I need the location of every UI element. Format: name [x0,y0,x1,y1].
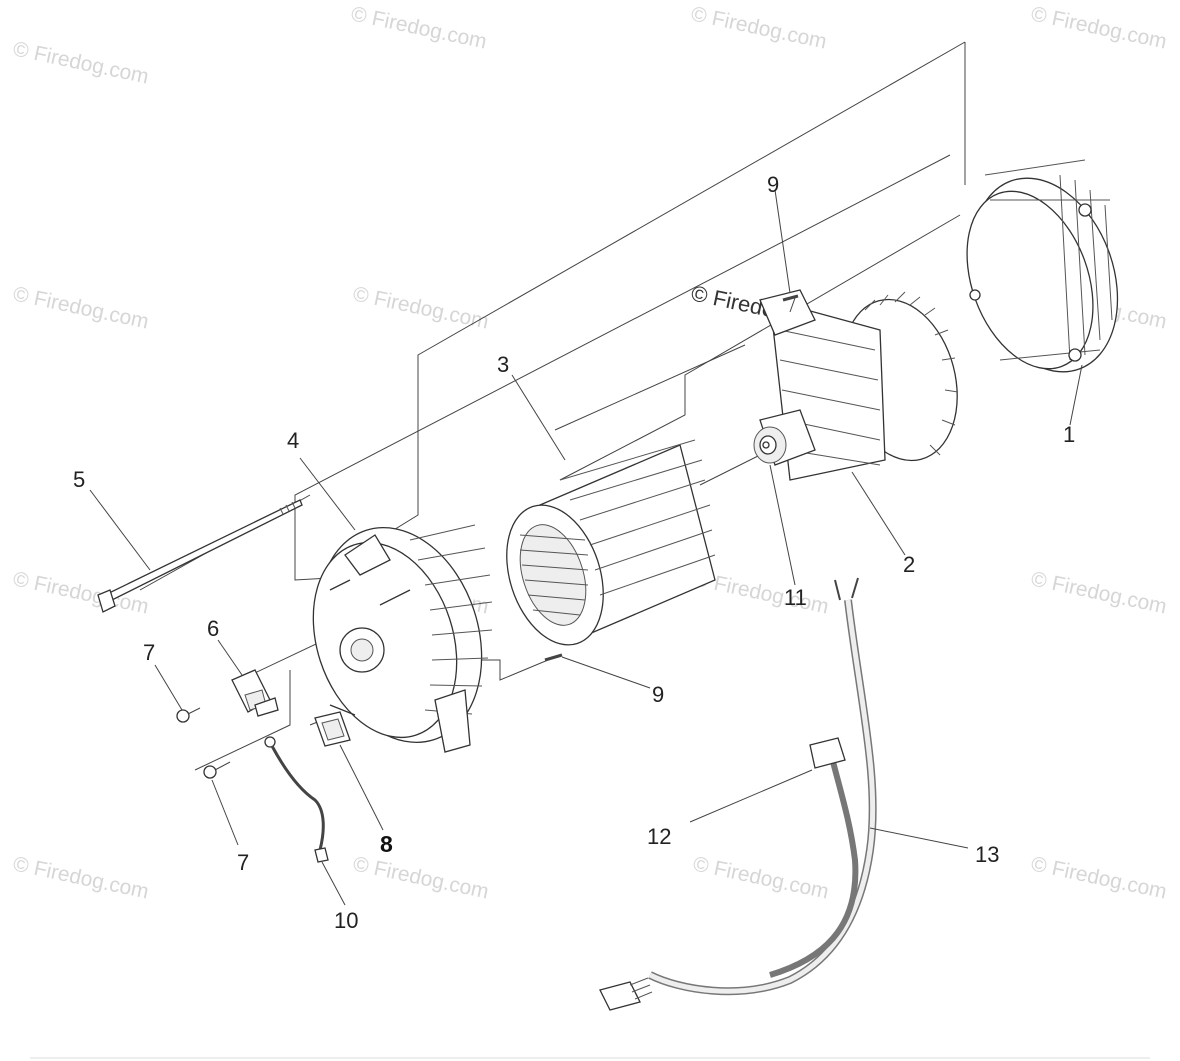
watermark: © Firedog.com [11,282,151,333]
part-rectifier [314,711,351,747]
part-through-bolt [97,499,303,613]
callout-8: 8 [380,831,393,857]
part-brush-holder [231,669,279,717]
part-stator [506,439,716,646]
watermark: © Firedog.com [11,37,151,88]
part-rotor [753,289,959,481]
callout-7-lower: 7 [237,850,249,875]
watermark: © Firedog.com [689,2,829,53]
watermark: © Firedog.com [691,852,831,903]
callout-labels: 1 2 3 4 5 6 7 7 8 9 9 10 11 12 13 [73,172,1075,933]
watermark: © Firedog.com [1029,2,1169,53]
watermark-layer: © Firedog.com © Firedog.com © Firedog.co… [11,2,1169,903]
watermark: © Firedog.com [1029,567,1169,618]
callout-9-upper: 9 [767,172,779,197]
callout-13: 13 [975,842,999,867]
part-wiring-harness [599,577,877,1011]
part-front-bracket [312,524,493,753]
callout-5: 5 [73,467,85,492]
part-pin-lower [544,653,563,662]
part-screw-lower [203,761,231,779]
part-screw-upper [176,707,201,723]
callout-10: 10 [334,908,358,933]
watermark: © Firedog.com [1029,852,1169,903]
callout-7-upper: 7 [143,640,155,665]
part-end-bell-housing [966,159,1119,373]
callout-2: 2 [903,552,915,577]
callout-11: 11 [784,585,807,610]
callout-6: 6 [207,616,219,641]
callout-1: 1 [1063,422,1075,447]
callout-12: 12 [647,824,671,849]
callout-9-lower: 9 [652,682,664,707]
watermark: © Firedog.com [349,2,489,53]
watermark: © Firedog.com [11,567,151,618]
callout-4: 4 [287,428,299,453]
part-ground-wire [264,736,329,863]
callout-3: 3 [497,352,509,377]
watermark: © Firedog.com [351,852,491,903]
watermark: © Firedog.com [11,852,151,903]
callout-leaders [89,189,1083,906]
part-pin-upper [782,294,799,302]
